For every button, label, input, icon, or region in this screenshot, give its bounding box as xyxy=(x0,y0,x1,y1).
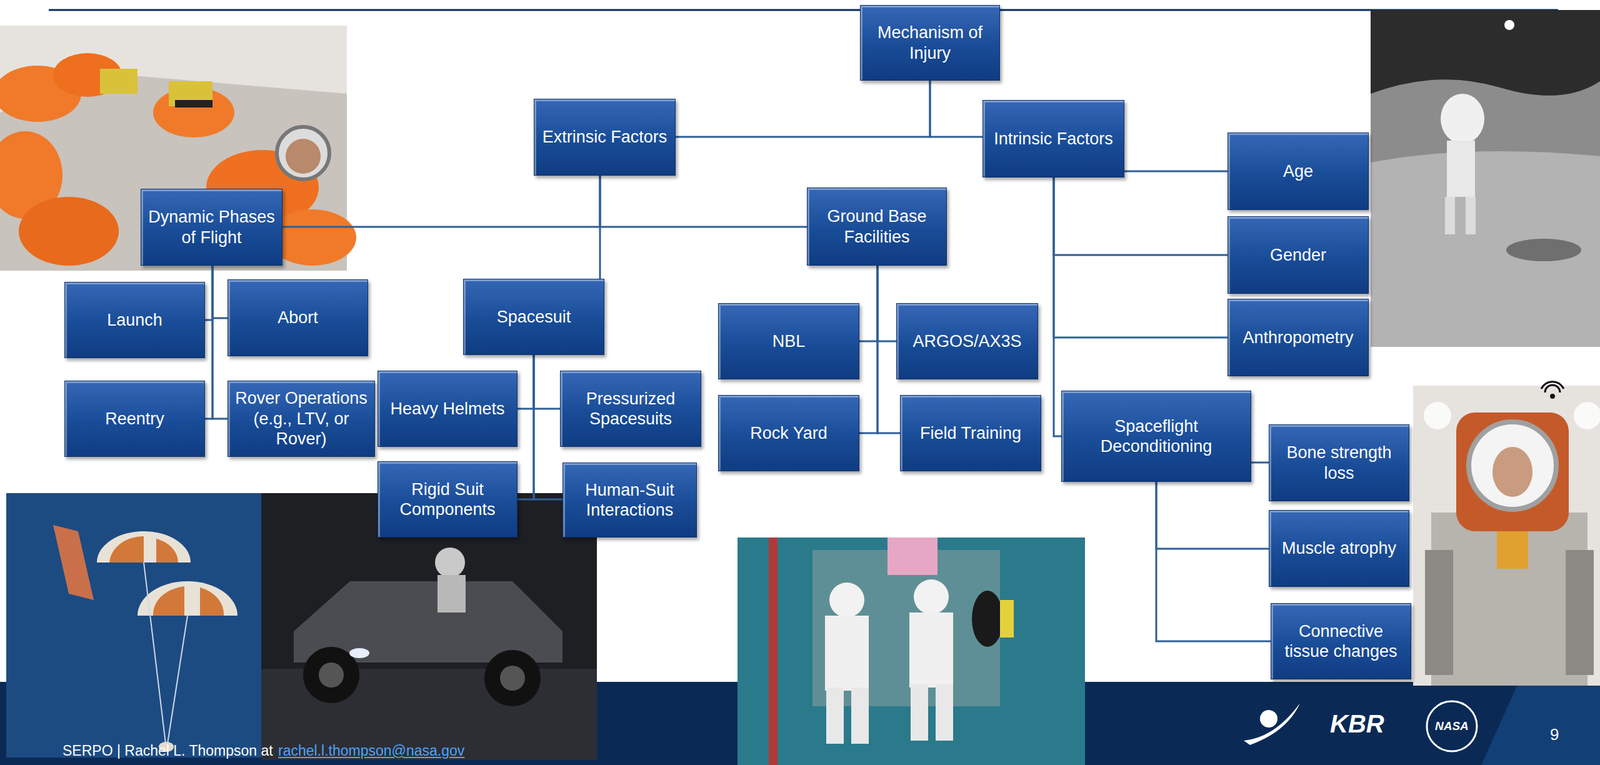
factor-box: Mechanism of Injury xyxy=(860,5,1000,81)
factor-box: Reentry xyxy=(64,380,205,457)
tree-connector xyxy=(877,265,897,342)
tree-connector xyxy=(600,175,807,227)
factor-box: Launch xyxy=(64,281,205,359)
factor-box: Intrinsic Factors xyxy=(982,100,1125,178)
box-label: Gender xyxy=(1270,245,1327,265)
factor-box: Age xyxy=(1227,132,1369,210)
tree-connector xyxy=(212,265,228,419)
box-label: Rigid Suit Components xyxy=(381,479,514,520)
tree-connector xyxy=(930,80,983,137)
tree-connector xyxy=(1124,170,1228,173)
tree-connector xyxy=(517,355,534,500)
factor-box: Rock Yard xyxy=(718,395,860,472)
tree-connector xyxy=(859,265,878,434)
box-label: Muscle atrophy xyxy=(1281,538,1397,559)
box-label: Launch xyxy=(106,310,163,330)
factor-box: Bone strength loss xyxy=(1268,424,1410,502)
box-label: Human-Suit Interactions xyxy=(566,480,693,521)
tree-connector xyxy=(1053,177,1228,338)
factor-box: Field Training xyxy=(900,395,1042,472)
box-label: Anthropometry xyxy=(1242,327,1354,348)
tree-connector xyxy=(212,265,228,319)
box-label: NBL xyxy=(772,331,806,352)
box-label: Rock Yard xyxy=(750,423,828,444)
tree-connector xyxy=(859,265,878,342)
box-label: Intrinsic Factors xyxy=(993,128,1114,149)
factor-box: Dynamic Phases of Flight xyxy=(140,188,283,266)
tree-connector xyxy=(1053,177,1062,437)
factor-box: Anthropometry xyxy=(1227,298,1369,377)
box-label: Reentry xyxy=(105,408,165,429)
factor-box: Spaceflight Deconditioning xyxy=(1061,390,1252,482)
factor-box: Connective tissue changes xyxy=(1270,603,1412,680)
kbr-logo: KBR xyxy=(1330,710,1385,739)
nasa-logo-ring xyxy=(1426,701,1477,752)
tree-connector xyxy=(205,265,213,320)
crew-photo xyxy=(0,25,357,271)
suit-photo xyxy=(1413,381,1600,686)
top-rule xyxy=(48,9,1559,12)
nasa-logo: NASA xyxy=(1435,719,1469,734)
page-number: 9 xyxy=(1550,725,1559,745)
tree-connector xyxy=(205,265,213,419)
factor-box: NBL xyxy=(718,303,860,380)
tree-connector xyxy=(675,80,930,137)
tree-connector xyxy=(533,355,560,409)
moon-photo xyxy=(1370,10,1600,347)
splashdown-photo xyxy=(6,493,262,758)
tree-connector xyxy=(282,175,600,227)
footer-accent xyxy=(1481,681,1600,765)
factor-box: ARGOS/AX3S xyxy=(896,303,1039,380)
tree-connector xyxy=(517,355,534,409)
box-label: Connective tissue changes xyxy=(1275,621,1407,662)
tree-connector xyxy=(533,355,563,500)
box-label: Ground Base Facilities xyxy=(811,206,943,247)
factor-box: Muscle atrophy xyxy=(1268,510,1410,587)
box-label: Abort xyxy=(277,307,319,328)
factor-box: Rover Operations (e.g., LTV, or Rover) xyxy=(227,380,375,457)
hhpc-logo xyxy=(1243,703,1300,745)
factor-box: Rigid Suit Components xyxy=(377,461,518,538)
tree-connector xyxy=(1053,177,1228,255)
tree-connector xyxy=(1156,481,1271,642)
box-label: Rover Operations (e.g., LTV, or Rover) xyxy=(231,388,371,449)
tree-connector xyxy=(1156,481,1269,549)
box-label: Heavy Helmets xyxy=(390,398,505,419)
footer-email: rachel.l.thompson@nasa.gov xyxy=(278,742,465,760)
box-label: Age xyxy=(1283,161,1314,182)
box-label: ARGOS/AX3S xyxy=(912,331,1022,352)
footer-credit: SERPO | Rachel L. Thompson at xyxy=(62,742,274,760)
factor-box: Human-Suit Interactions xyxy=(562,462,697,538)
nbl-photo xyxy=(737,537,1085,765)
factor-box: Ground Base Facilities xyxy=(806,187,947,266)
box-label: Extrinsic Factors xyxy=(542,126,668,147)
factor-box: Spacesuit xyxy=(463,278,605,355)
factor-box: Gender xyxy=(1227,216,1369,294)
box-label: Pressurized Spacesuits xyxy=(564,388,697,430)
tree-connector xyxy=(1251,461,1269,464)
box-label: Mechanism of Injury xyxy=(864,22,996,64)
box-label: Dynamic Phases of Flight xyxy=(145,206,279,248)
box-label: Spacesuit xyxy=(496,306,572,327)
factor-box: Heavy Helmets xyxy=(377,370,518,447)
box-label: Spaceflight Deconditioning xyxy=(1065,416,1247,457)
box-label: Field Training xyxy=(920,423,1022,444)
factor-box: Extrinsic Factors xyxy=(533,98,676,176)
factor-box: Pressurized Spacesuits xyxy=(560,370,702,447)
factor-box: Abort xyxy=(227,279,369,357)
box-label: Bone strength loss xyxy=(1273,442,1405,484)
